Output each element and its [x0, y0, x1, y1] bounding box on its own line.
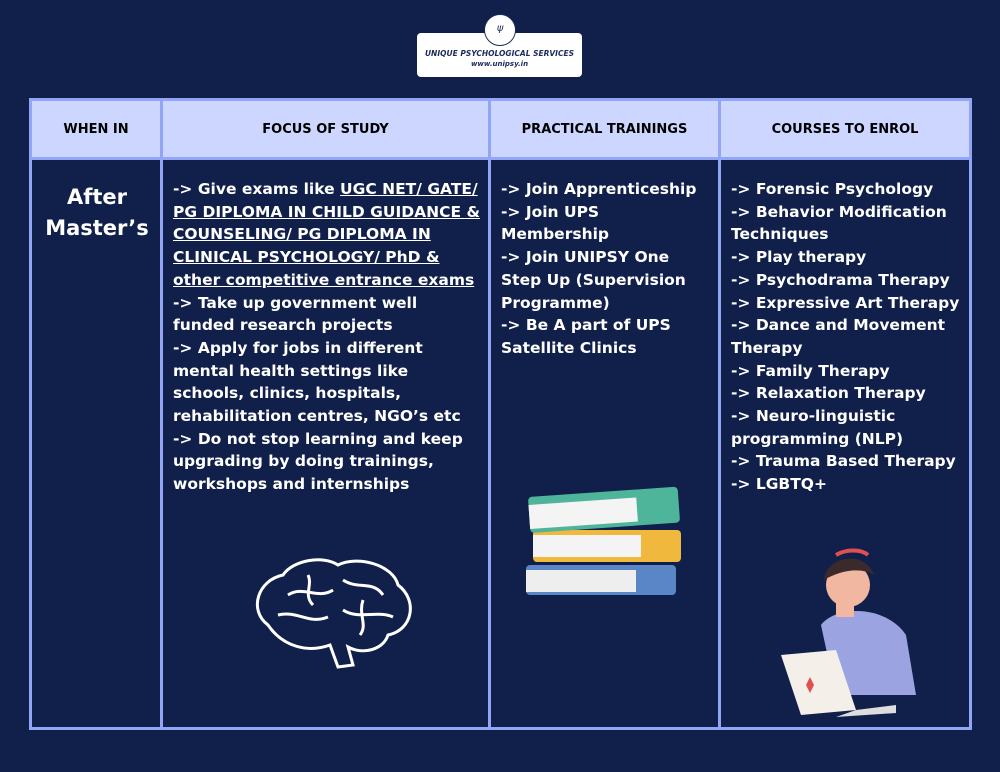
when-cell: After Master’s: [29, 157, 163, 730]
course-item: -> Family Therapy: [731, 361, 890, 380]
header-trainings: PRACTICAL TRAININGS: [488, 98, 721, 160]
focus-item: -> Do not stop learning and keep upgradi…: [173, 429, 463, 494]
course-item: -> Play therapy: [731, 248, 867, 267]
focus-prefix: -> Give exams like: [173, 180, 341, 198]
courses-cell: -> Forensic Psychology -> Behavior Modif…: [718, 157, 972, 730]
course-item: -> Trauma Based Therapy: [731, 452, 956, 471]
header-when-in: WHEN IN: [29, 98, 163, 160]
course-item: -> Dance and Movement Therapy: [731, 316, 946, 357]
header-courses: COURSES TO ENROL: [718, 98, 972, 160]
course-item: -> Neuro-linguistic programming (NLP): [731, 407, 904, 448]
course-item: -> Relaxation Therapy: [731, 384, 926, 403]
course-item: -> Behavior Modification Techniques: [731, 202, 947, 244]
logo-name: UNIQUE PSYCHOLOGICAL SERVICES: [424, 49, 575, 58]
course-item: -> LGBTQ+: [731, 475, 827, 494]
course-item: -> Expressive Art Therapy: [731, 293, 960, 312]
career-table: WHEN IN FOCUS OF STUDY PRACTICAL TRAININ…: [29, 98, 972, 730]
books-icon: [526, 486, 681, 595]
course-item: -> Forensic Psychology: [731, 180, 934, 198]
training-item: -> Be A part of UPS Satellite Clinics: [501, 316, 671, 357]
training-item: -> Join Apprenticeship: [501, 180, 697, 198]
focus-item: -> Give exams like UGC NET/ GATE/ PG DIP…: [173, 180, 480, 289]
course-item: -> Psychodrama Therapy: [731, 270, 950, 289]
trainings-cell: -> Join Apprenticeship -> Join UPS Membe…: [488, 157, 721, 730]
logo-url: www.unipsy.in: [470, 60, 529, 68]
student-laptop-illustration: [781, 548, 916, 717]
focus-cell: -> Give exams like UGC NET/ GATE/ PG DIP…: [160, 157, 491, 730]
brain-icon: [255, 558, 412, 669]
header-focus: FOCUS OF STUDY: [160, 98, 491, 160]
training-item: -> Join UPS Membership: [501, 202, 610, 244]
training-item: -> Join UNIPSY One Step Up (Supervision …: [501, 248, 686, 312]
focus-item: -> Apply for jobs in different mental he…: [173, 338, 461, 426]
logo-emblem-icon: ψ: [484, 14, 516, 46]
focus-item: -> Take up government well funded resear…: [173, 293, 418, 335]
exams-link[interactable]: UGC NET/ GATE/ PG DIPLOMA IN CHILD GUIDA…: [173, 180, 480, 289]
